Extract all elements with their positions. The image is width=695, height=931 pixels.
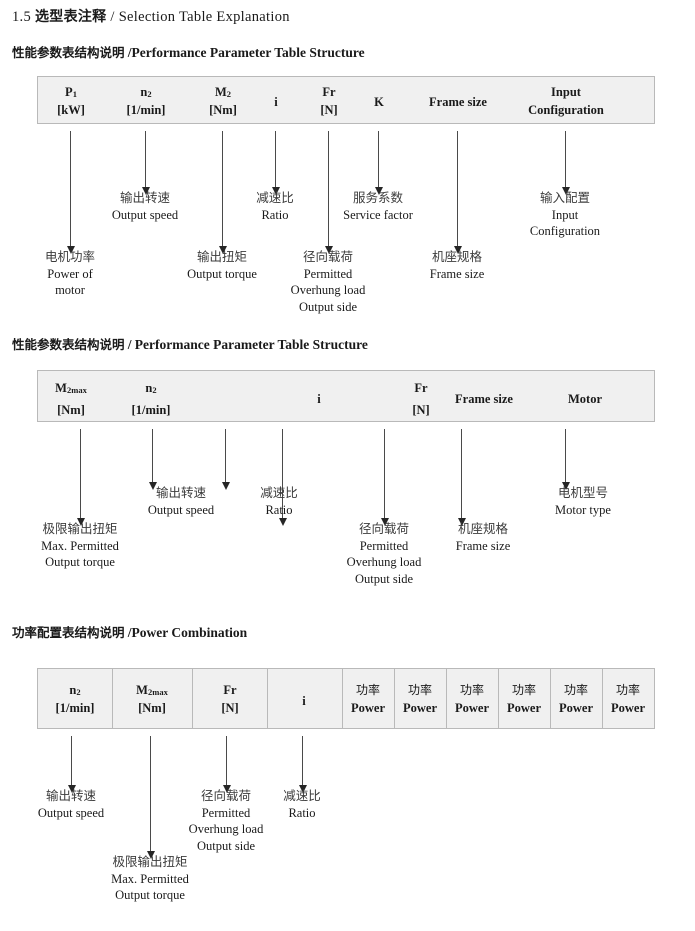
note-motor-type: 电机型号 Motor type <box>555 485 611 517</box>
table2-col-i: i <box>317 392 321 406</box>
note-max-output-torque: 极限输出扭矩 Max. Permitted Output torque <box>41 521 119 569</box>
power-combination-table: n2 [1/min] M2max [Nm] Fr [N] i 功率 Power … <box>37 668 655 729</box>
arrow-to-motor-type <box>561 429 570 490</box>
note-output-speed-3: 输出转速 Output speed <box>37 788 105 820</box>
title-chinese: 选型表注释 <box>34 9 107 25</box>
table2-col-motor: Motor <box>567 392 603 406</box>
arrow-to-max-output-torque <box>76 429 85 526</box>
table3-col-power-3: 功率 Power <box>454 683 490 716</box>
table1-col-k: K <box>374 95 384 109</box>
table1-col-m2: M2 [Nm] <box>209 85 237 118</box>
note-frame-size-2: 机座规格 Frame size <box>455 521 511 553</box>
table3-divider-3 <box>267 669 268 728</box>
arrow-to-ratio <box>271 131 280 195</box>
section-heading-2: 性能参数表结构说明 / Performance Parameter Table … <box>12 334 368 353</box>
section-heading-2-chinese: 性能参数表结构说明 <box>12 337 125 352</box>
note-ratio-3: 减速比 Ratio <box>283 788 321 820</box>
section-heading-1: 性能参数表结构说明 /Performance Parameter Table S… <box>12 42 365 61</box>
arrow-to-input-configuration <box>561 131 570 195</box>
performance-parameter-table-1: P1 [kW] n2 [1/min] M2 [Nm] i Fr [N] K Fr… <box>37 76 655 124</box>
table1-col-i: i <box>274 95 278 109</box>
arrow-to-output-torque <box>218 131 227 254</box>
arrow-to-max-output-torque-3 <box>146 736 155 859</box>
note-ratio-2: 减速比 Ratio <box>260 485 298 517</box>
table3-col-power-1: 功率 Power <box>350 683 386 716</box>
table2-col-fr: Fr [N] <box>412 381 430 418</box>
section-heading-1-english: Performance Parameter Table Structure <box>131 45 365 60</box>
section-heading-3-english: Power Combination <box>131 625 248 640</box>
title-number: 1.5 <box>12 9 32 25</box>
arrow-to-power-of-motor <box>66 131 75 254</box>
table3-divider-9 <box>602 669 603 728</box>
page-title: 1.5 选型表注释 / Selection Table Explanation <box>12 6 290 26</box>
note-input-configuration: 输入配置 Input Configuration <box>529 190 601 238</box>
note-output-torque: 输出扭矩 Output torque <box>187 249 257 281</box>
table2-col-n2: n2 [1/min] <box>131 381 171 418</box>
arrow-to-ratio-3 <box>298 736 307 793</box>
arrow-to-ratio-2 <box>221 429 230 490</box>
section-heading-1-separator: / <box>127 45 132 60</box>
table1-col-frame-size: Frame size <box>429 95 487 109</box>
table3-col-power-6: 功率 Power <box>610 683 646 716</box>
performance-parameter-table-2: M2max [Nm] n2 [1/min] i Fr [N] Frame siz… <box>37 370 655 422</box>
note-overhung-load-2: 径向载荷 Permitted Overhung load Output side <box>346 521 422 586</box>
note-service-factor: 服务系数 Service factor <box>343 190 413 222</box>
arrow-to-overhung-load <box>324 131 333 254</box>
arrow-to-overhung-load-3 <box>222 736 231 793</box>
note-output-speed: 输出转速 Output speed <box>111 190 179 222</box>
table3-divider-8 <box>550 669 551 728</box>
section-heading-3-chinese: 功率配置表结构说明 <box>12 625 125 640</box>
table1-col-n2: n2 [1/min] <box>126 85 166 118</box>
table2-col-frame-size: Frame size <box>455 392 513 406</box>
table3-col-n2: n2 [1/min] <box>55 683 95 716</box>
section-heading-3-separator: / <box>127 625 132 640</box>
arrow-to-output-speed-2 <box>148 429 157 490</box>
table3-col-i: i <box>302 694 306 708</box>
arrow-to-output-speed-3 <box>67 736 76 793</box>
table2-col-m2max: M2max [Nm] <box>55 381 87 418</box>
note-power-of-motor: 电机功率 Power of motor <box>44 249 96 297</box>
note-overhung-load: 径向载荷 Permitted Overhung load Output side <box>290 249 366 314</box>
arrow-overhung-guide-2 <box>278 429 287 526</box>
table3-col-power-4: 功率 Power <box>506 683 542 716</box>
note-overhung-load-3: 径向载荷 Permitted Overhung load Output side <box>188 788 264 853</box>
title-separator: / <box>110 9 115 25</box>
table3-divider-1 <box>112 669 113 728</box>
arrow-to-frame-size-2 <box>457 429 466 526</box>
section-heading-2-english: Performance Parameter Table Structure <box>134 337 368 352</box>
table3-col-fr: Fr [N] <box>221 683 239 716</box>
arrow-to-frame-size <box>453 131 462 254</box>
title-english: Selection Table Explanation <box>118 9 290 25</box>
section-heading-1-chinese: 性能参数表结构说明 <box>12 45 125 60</box>
section-heading-3: 功率配置表结构说明 /Power Combination <box>12 622 247 641</box>
note-frame-size: 机座规格 Frame size <box>429 249 485 281</box>
arrow-to-output-speed <box>141 131 150 195</box>
note-max-output-torque-3: 极限输出扭矩 Max. Permitted Output torque <box>111 854 189 902</box>
arrow-to-overhung-load-2 <box>380 429 389 526</box>
arrow-to-service-factor <box>374 131 383 195</box>
table3-divider-7 <box>498 669 499 728</box>
table3-divider-2 <box>192 669 193 728</box>
table1-col-p1: P1 [kW] <box>57 85 85 118</box>
note-ratio: 减速比 Ratio <box>256 190 294 222</box>
table3-divider-4 <box>342 669 343 728</box>
table1-col-fr: Fr [N] <box>320 85 338 118</box>
table3-divider-6 <box>446 669 447 728</box>
table3-divider-5 <box>394 669 395 728</box>
table3-col-power-2: 功率 Power <box>402 683 438 716</box>
table3-col-power-5: 功率 Power <box>558 683 594 716</box>
table3-col-m2max: M2max [Nm] <box>136 683 168 716</box>
table1-col-input-configuration: Input Configuration <box>528 85 604 118</box>
section-heading-2-separator: / <box>127 337 132 352</box>
note-output-speed-2: 输出转速 Output speed <box>147 485 215 517</box>
